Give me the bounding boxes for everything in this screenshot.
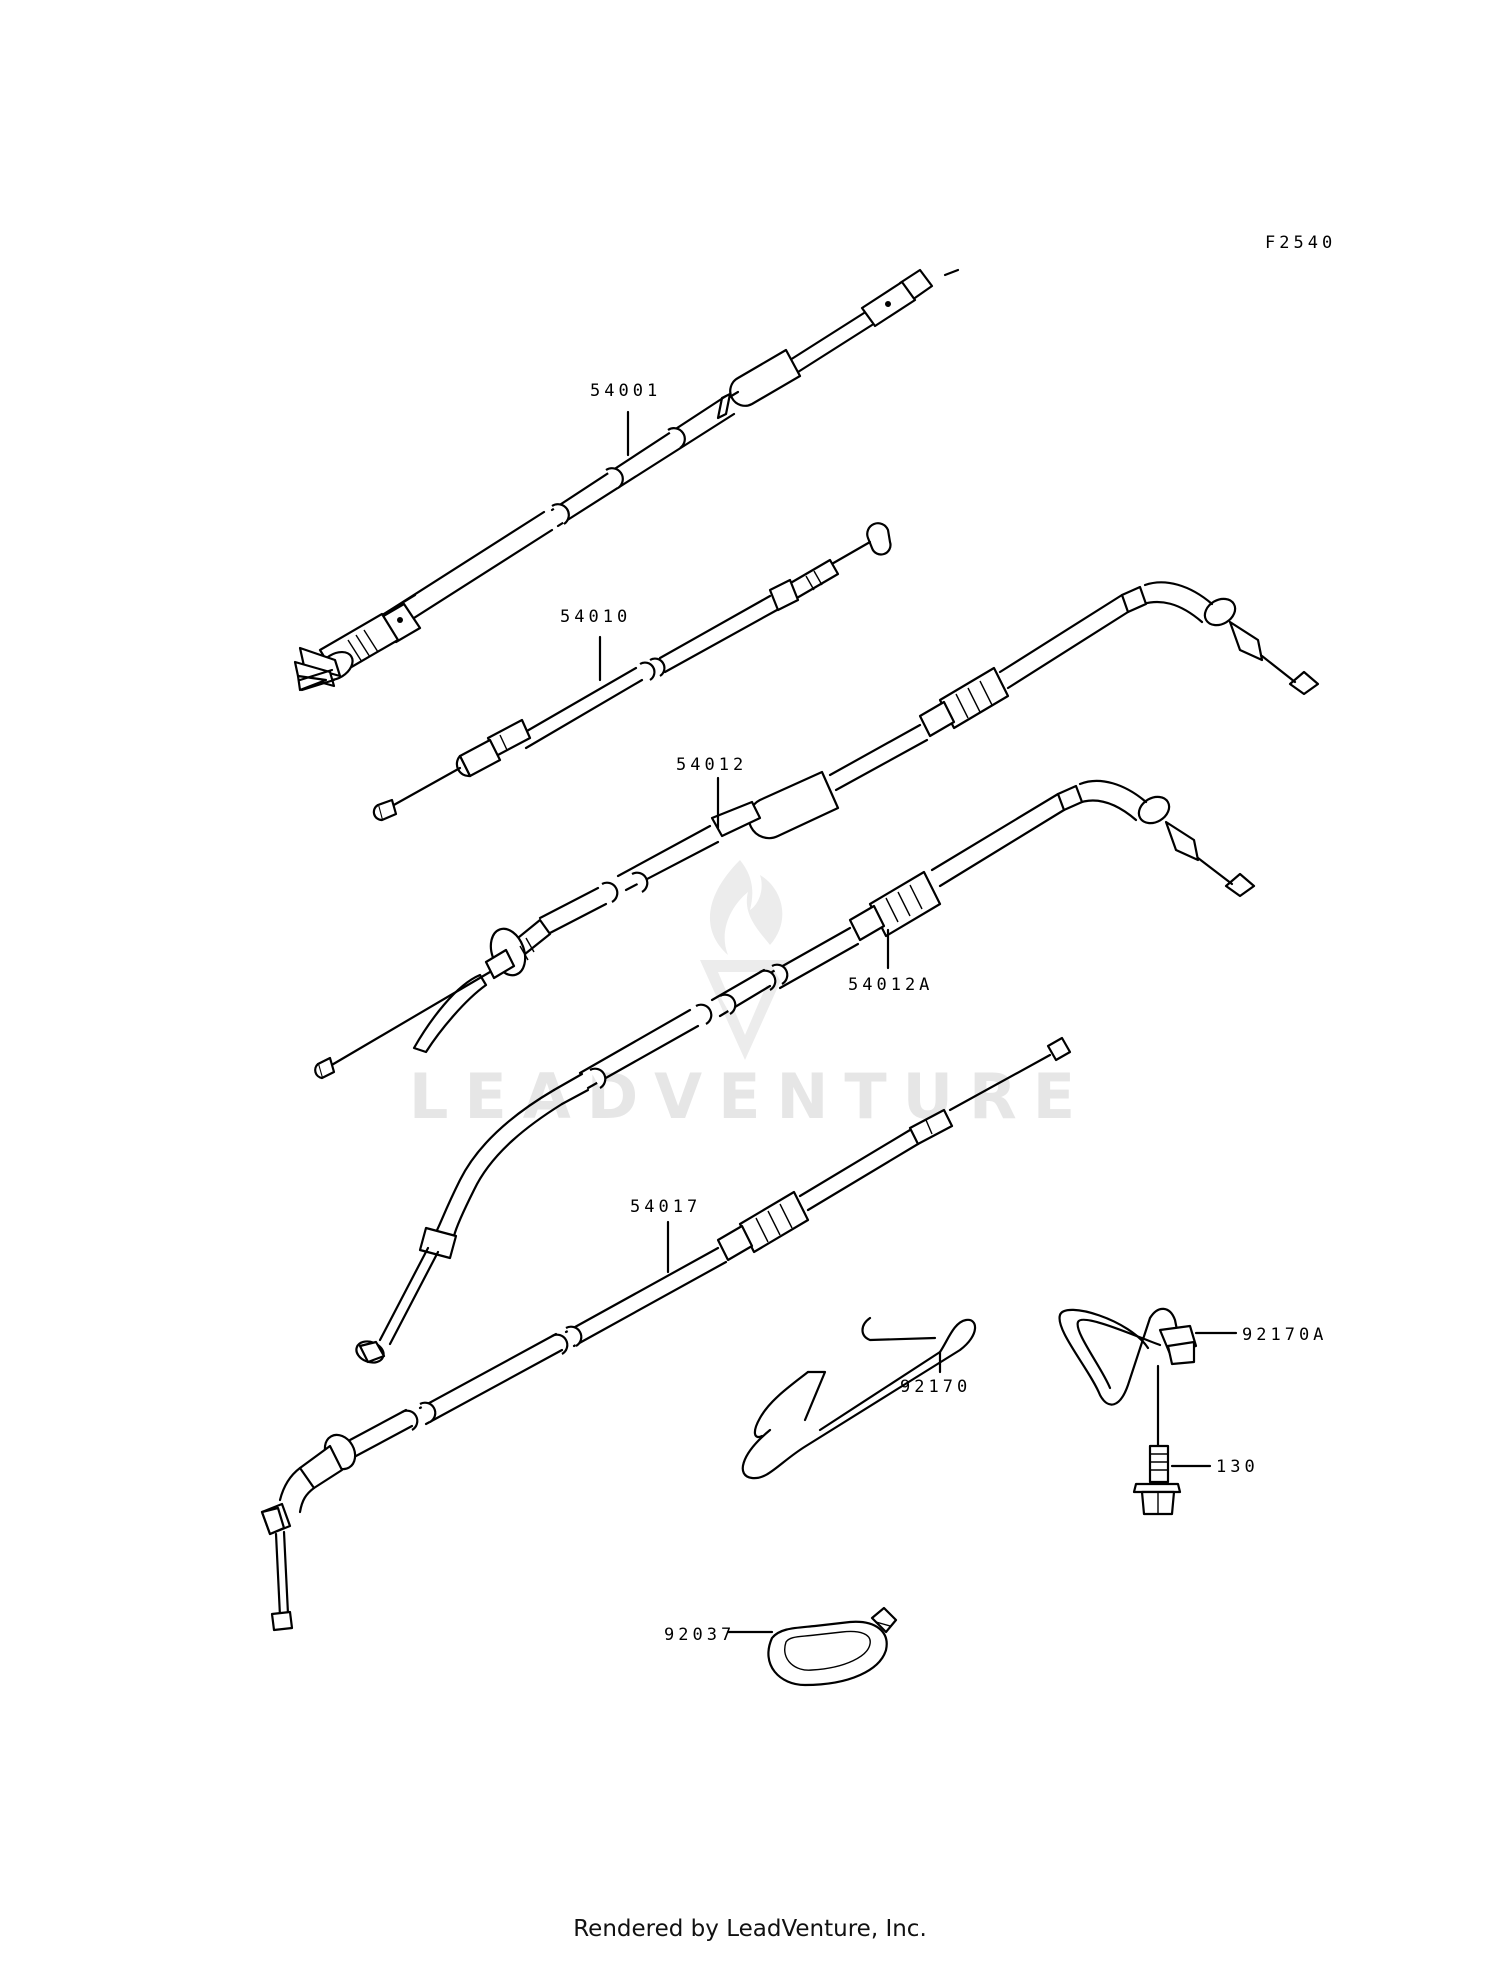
- bolt-130: [1132, 1364, 1182, 1516]
- label-54017: 54017: [630, 1197, 701, 1217]
- grommet-92037: [767, 1606, 898, 1687]
- label-54012A: 54012A: [848, 975, 933, 995]
- cable-54010: [372, 522, 892, 822]
- clip-92170: [741, 1316, 977, 1480]
- clamp-92170A: [1058, 1307, 1198, 1406]
- label-92037: 92037: [664, 1625, 735, 1645]
- watermark: LEADVENTURE: [409, 860, 1091, 1133]
- diagram-svg: LEADVENTURE F2540 54001: [260, 233, 1336, 1687]
- label-54012: 54012: [676, 755, 747, 775]
- label-54010: 54010: [560, 607, 631, 627]
- cable-54001: [293, 268, 960, 692]
- cable-54012A: [355, 779, 1256, 1364]
- label-92170: 92170: [900, 1377, 971, 1397]
- watermark-flame-logo: [700, 860, 790, 1060]
- label-92170A: 92170A: [1242, 1325, 1327, 1345]
- cable-54012: [314, 581, 1320, 1080]
- label-130: 130: [1216, 1457, 1259, 1477]
- diagram-code: F2540: [1265, 233, 1336, 253]
- footer-credit: Rendered by LeadVenture, Inc.: [573, 1916, 927, 1942]
- cable-54017: [260, 1036, 1072, 1632]
- watermark-text: LEADVENTURE: [409, 1060, 1091, 1133]
- label-54001: 54001: [590, 381, 661, 401]
